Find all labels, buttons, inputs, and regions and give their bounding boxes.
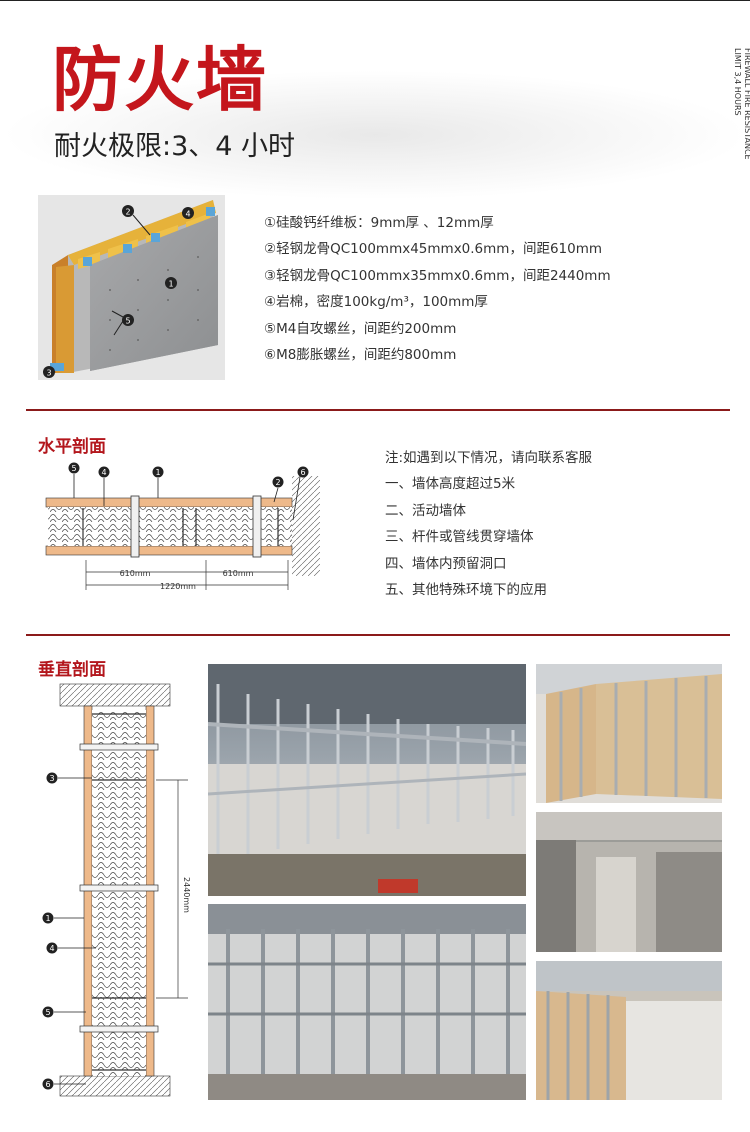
dim-610-a: 610mm bbox=[120, 569, 151, 578]
horizontal-section-diagram: 610mm 610mm 1220mm 5 4 1 2 6 bbox=[38, 462, 328, 602]
svg-text:6: 6 bbox=[300, 468, 305, 477]
note-item: 三、杆件或管线贯穿墙体 bbox=[385, 529, 534, 546]
svg-text:2: 2 bbox=[125, 208, 130, 217]
vertical-section-diagram: 2440mm 3 1 4 5 6 bbox=[38, 680, 198, 1100]
photo-studs-and-boards bbox=[208, 664, 526, 896]
photo-stud-frame bbox=[208, 904, 526, 1100]
callout-2: 2 bbox=[122, 205, 151, 236]
dim-610-b: 610mm bbox=[223, 569, 254, 578]
spec-item: ①硅酸钙纤维板：9mm厚 、12mm厚 bbox=[264, 215, 494, 231]
svg-text:5: 5 bbox=[45, 1008, 50, 1017]
vcallout-5: 5 bbox=[42, 1006, 86, 1018]
callout-5: 5 bbox=[111, 310, 134, 336]
photo-partial-boards-svg bbox=[536, 961, 722, 1100]
vertical-section-title: 垂直剖面 bbox=[38, 660, 106, 680]
wall-illustration: 2 4 1 5 3 bbox=[38, 195, 225, 380]
header-background bbox=[0, 70, 750, 200]
spec-item: ③轻钢龙骨QC100mmx35mmx0.6mm，间距2440mm bbox=[264, 267, 611, 284]
spec-item: ②轻钢龙骨QC100mmx45mmx0.6mm，间距610mm bbox=[264, 241, 603, 258]
dim-2440: 2440mm bbox=[182, 877, 191, 913]
page-title: 防火墙 bbox=[52, 39, 268, 121]
svg-text:2: 2 bbox=[275, 478, 280, 487]
photo-stud-frame-svg bbox=[208, 904, 526, 1100]
vcallout-1: 1 bbox=[42, 912, 84, 924]
photo-studs-and-boards-svg bbox=[208, 664, 526, 896]
svg-text:5: 5 bbox=[71, 464, 76, 473]
svg-text:6: 6 bbox=[45, 1080, 50, 1089]
hcallout-5: 5 bbox=[68, 462, 80, 498]
svg-text:1: 1 bbox=[168, 280, 173, 289]
callout-4: 4 bbox=[182, 207, 194, 219]
spec-item: ⑤M4自攻螺丝，间距约200mm bbox=[264, 320, 457, 337]
svg-text:1: 1 bbox=[155, 468, 160, 477]
note-item: 二、活动墙体 bbox=[385, 502, 466, 519]
vcallout-4: 4 bbox=[46, 942, 96, 954]
page-subtitle: 耐火极限:3、4 小时 bbox=[54, 131, 296, 162]
spec-item: ⑥M8膨胀螺丝，间距约800mm bbox=[264, 346, 457, 363]
svg-text:4: 4 bbox=[101, 468, 106, 477]
section-divider bbox=[26, 409, 730, 411]
side-caption: FIREWALL FIRE RESISTANCE LIMIT 3,4 HOURS bbox=[712, 48, 750, 178]
note-item: 五、其他特殊环境下的应用 bbox=[385, 581, 547, 598]
photo-corner-frame bbox=[536, 664, 722, 803]
svg-text:5: 5 bbox=[125, 317, 130, 326]
side-caption-line2: LIMIT 3,4 HOURS bbox=[733, 48, 742, 116]
notes-list: 注:如遇到以下情况，请向联系客服 一、墙体高度超过5米 二、活动墙体 三、杆件或… bbox=[385, 445, 592, 603]
top-border bbox=[0, 0, 750, 1]
wall-illustration-svg: 2 4 1 5 3 bbox=[38, 195, 225, 380]
svg-text:4: 4 bbox=[185, 210, 190, 219]
photo-corner-frame-svg bbox=[536, 664, 722, 803]
photo-finished-wall-svg bbox=[536, 812, 722, 952]
vcallout-6: 6 bbox=[42, 1078, 86, 1090]
vertical-section-svg: 2440mm 3 1 4 5 6 bbox=[42, 683, 191, 1097]
hcallout-2: 2 bbox=[272, 476, 284, 503]
callout-3: 3 bbox=[43, 366, 55, 378]
photo-partial-boards bbox=[536, 961, 722, 1100]
section-divider bbox=[26, 634, 730, 636]
vcallout-3: 3 bbox=[46, 772, 92, 784]
dim-1220: 1220mm bbox=[160, 582, 196, 591]
svg-text:3: 3 bbox=[49, 774, 54, 783]
spec-item: ④岩棉，密度100kg/m³，100mm厚 bbox=[264, 294, 488, 311]
svg-text:4: 4 bbox=[49, 944, 54, 953]
horizontal-section-title: 水平剖面 bbox=[38, 437, 106, 457]
svg-text:1: 1 bbox=[45, 914, 50, 923]
hcallout-4: 4 bbox=[98, 466, 110, 506]
hcallout-1: 1 bbox=[152, 466, 164, 498]
photo-finished-wall bbox=[536, 812, 722, 952]
spec-list: ①硅酸钙纤维板：9mm厚 、12mm厚 ②轻钢龙骨QC100mmx45mmx0.… bbox=[264, 210, 611, 368]
note-item: 一、墙体高度超过5米 bbox=[385, 476, 516, 493]
notes-heading: 注:如遇到以下情况，请向联系客服 bbox=[385, 450, 593, 466]
hcallout-6: 6 bbox=[292, 466, 309, 521]
svg-text:3: 3 bbox=[46, 369, 51, 378]
note-item: 四、墙体内预留洞口 bbox=[385, 555, 507, 572]
callout-1: 1 bbox=[165, 277, 177, 289]
horizontal-section-svg: 610mm 610mm 1220mm 5 4 1 2 6 bbox=[45, 462, 320, 591]
side-caption-line1: FIREWALL FIRE RESISTANCE bbox=[743, 48, 750, 160]
